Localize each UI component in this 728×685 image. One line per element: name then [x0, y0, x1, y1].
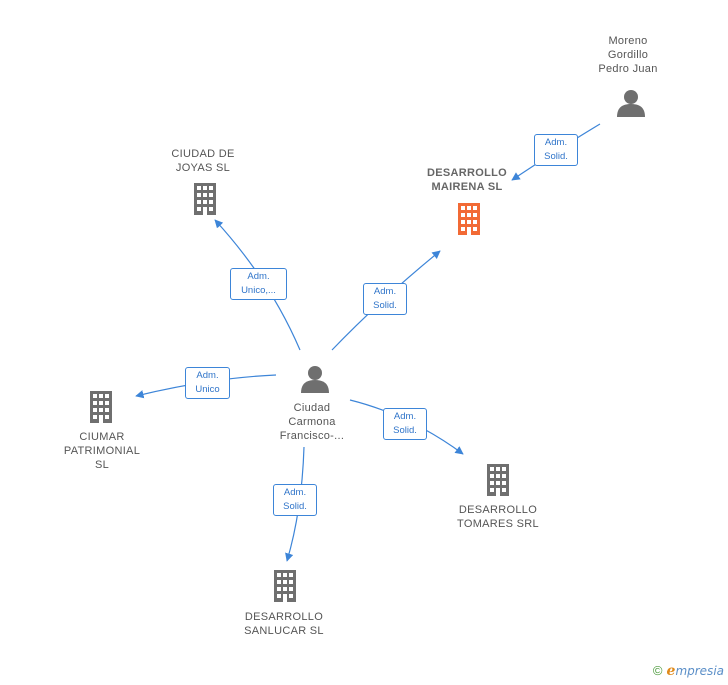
edge-label-carmona-joyas: Adm. Unico,... [230, 268, 287, 300]
edge-label-carmona-mairena: Adm. Solid. [363, 283, 407, 315]
person-icon [301, 366, 329, 393]
edge-label-carmona-ciumar: Adm. Unico [185, 367, 230, 399]
edge-label-moreno-mairena: Adm. Solid. [534, 134, 578, 166]
building-icon [458, 203, 480, 235]
node-label-ciumar[interactable]: CIUMAR PATRIMONIAL SL [63, 431, 141, 471]
edge-label-carmona-tomares: Adm. Solid. [383, 408, 427, 440]
brand-logo-initial: e [666, 663, 676, 679]
node-label-ciudad-carmona[interactable]: Ciudad Carmona Francisco-... [279, 402, 345, 442]
node-label-ciudad-joyas[interactable]: CIUDAD DE JOYAS SL [171, 148, 235, 174]
node-label-desarrollo-mairena[interactable]: DESARROLLO MAIRENA SL [427, 167, 507, 193]
copyright-icon: © [652, 663, 663, 678]
node-label-moreno[interactable]: Moreno Gordillo Pedro Juan [598, 35, 658, 75]
building-icon [274, 570, 296, 602]
node-label-desarrollo-tomares[interactable]: DESARROLLO TOMARES SRL [457, 504, 539, 530]
brand-logo-text: mpresia [675, 664, 724, 678]
node-label-desarrollo-sanlucar[interactable]: DESARROLLO SANLUCAR SL [244, 611, 324, 637]
brand-footer: ©empresia [653, 663, 724, 679]
person-icon [617, 90, 645, 117]
edge-label-carmona-sanlucar: Adm. Solid. [273, 484, 317, 516]
building-icon [194, 183, 216, 215]
building-icon [487, 464, 509, 496]
building-icon [90, 391, 112, 423]
